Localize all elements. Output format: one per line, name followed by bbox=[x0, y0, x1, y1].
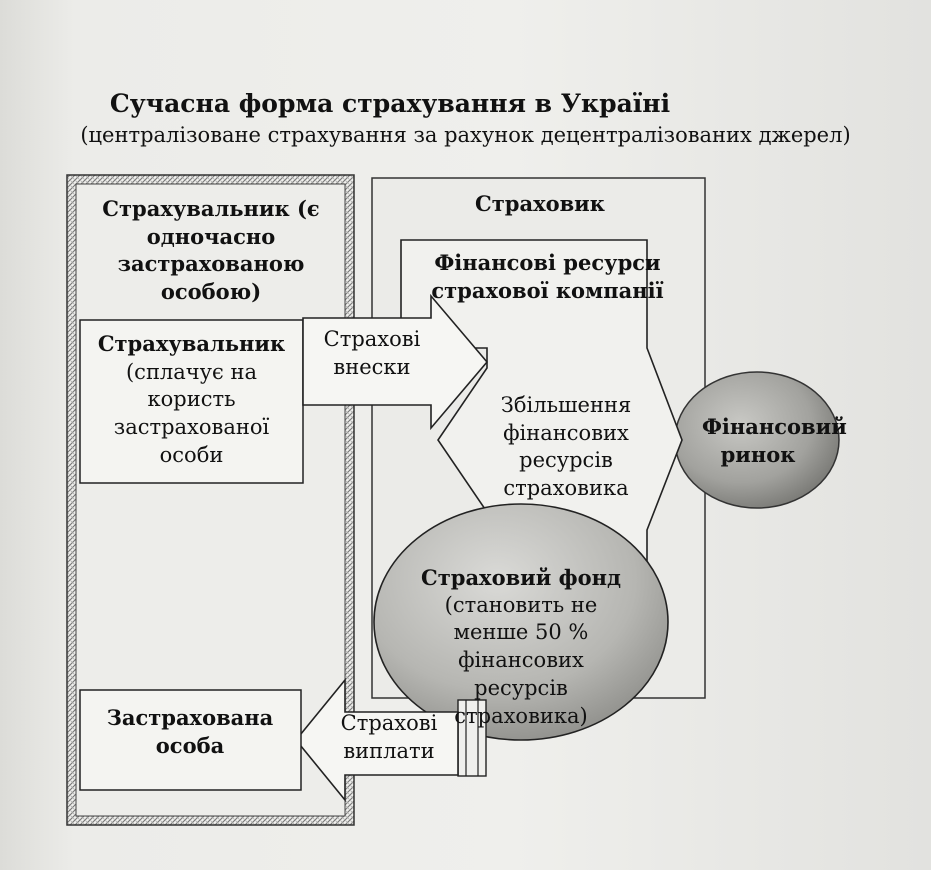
insurance-fund-note: (становить не менше 50 % фінансових ресу… bbox=[444, 592, 598, 728]
insurance-fund-ellipse bbox=[373, 503, 669, 741]
policyholder-payer-name: Страхувальник bbox=[97, 331, 286, 356]
financial-resources-label: Фінансові ресурси страхової компанії bbox=[431, 250, 664, 303]
insurer-label: Страховик bbox=[475, 191, 605, 216]
payouts-arrow bbox=[294, 677, 459, 803]
insured-person-box bbox=[79, 689, 302, 791]
insured-person-label: Застрахована особа bbox=[106, 705, 274, 758]
premiums-arrow bbox=[302, 293, 489, 431]
insurance-fund-name: Страховий фонд bbox=[421, 565, 621, 590]
payouts-label: Страхові виплати bbox=[340, 711, 438, 763]
diagram-subtitle: (централізоване страхування за рахунок д… bbox=[80, 123, 851, 147]
growth-label: Збільшення фінансових ресурсів страховик… bbox=[500, 393, 632, 501]
policyholder-group-label: Страхувальник (є одночасно застрахованою… bbox=[102, 196, 320, 305]
policyholder-payer-note: (сплачує на користь застрахованої особи bbox=[113, 359, 270, 467]
diagram-title: Сучасна форма страхування в Україні bbox=[109, 89, 671, 118]
policyholder-payer-box bbox=[79, 319, 304, 484]
insurance-fund-text: Страховий фонд (становить не менше 50 % … bbox=[416, 564, 626, 730]
policyholder-payer-text: Страхувальник (сплачує на користь застра… bbox=[84, 330, 299, 470]
payouts-pipe bbox=[457, 699, 487, 777]
financial-market-label: Фінансовий ринок bbox=[702, 414, 847, 467]
premiums-label: Страхові внески bbox=[323, 327, 421, 379]
